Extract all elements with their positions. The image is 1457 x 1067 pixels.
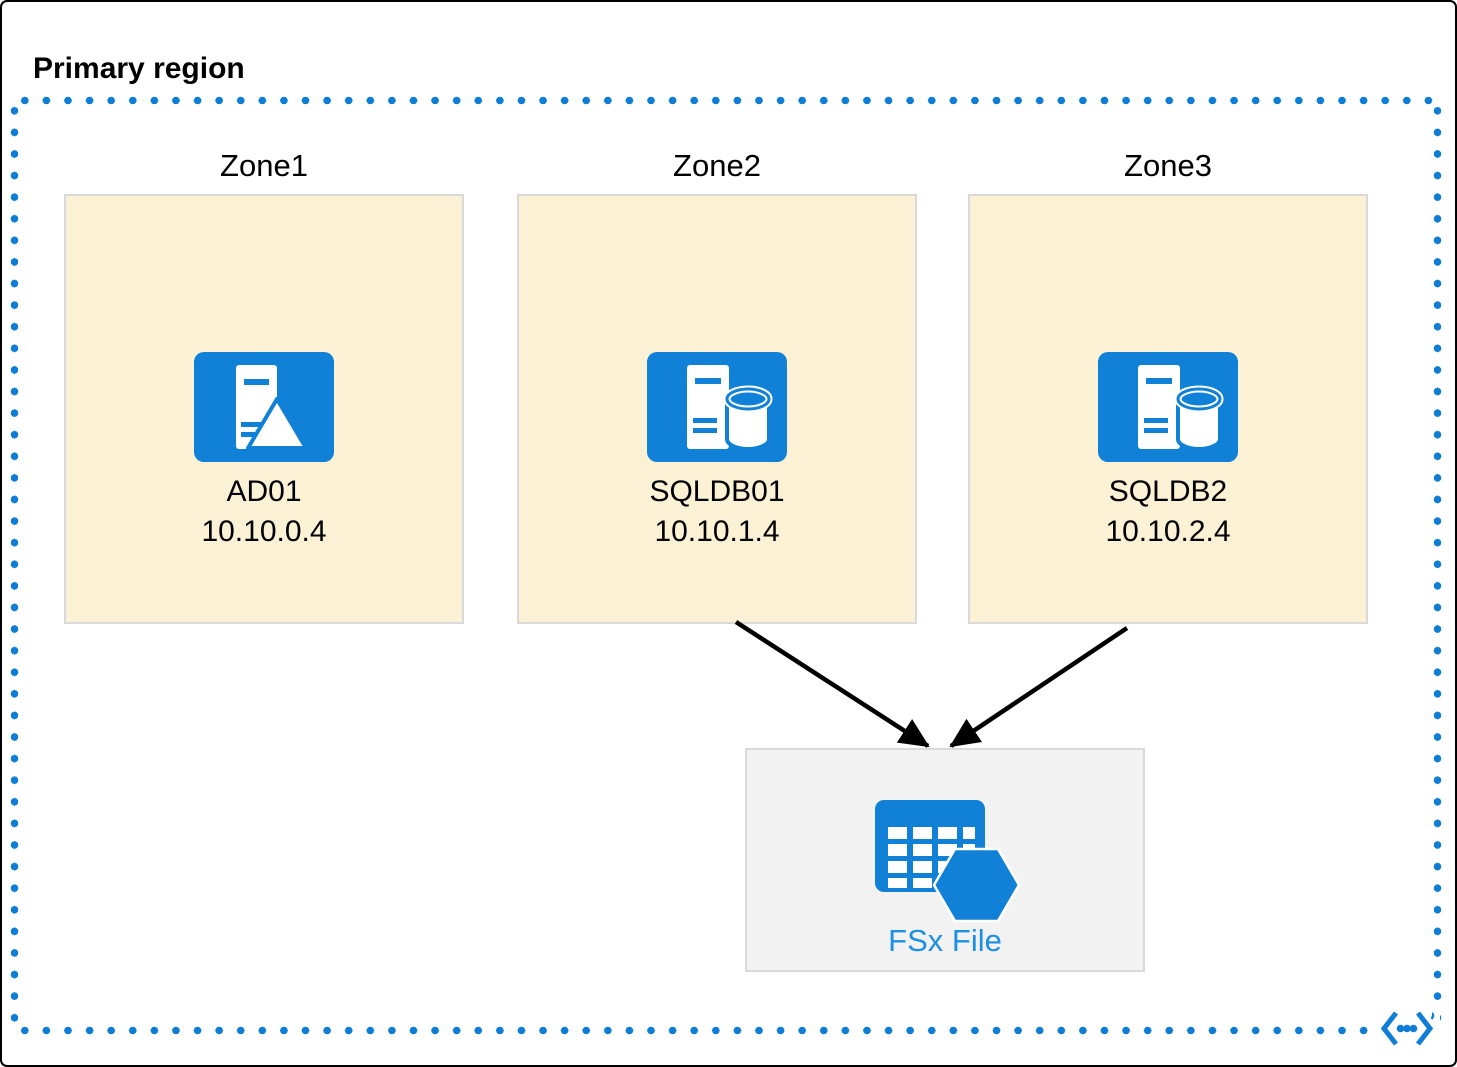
sql-server-icon [1098,352,1238,462]
node-name: AD01 [226,475,302,508]
node-name: SQLDB2 [1108,475,1228,508]
primary-region-title: Primary region [33,52,245,85]
region-border-bottom [14,1025,1437,1035]
zone3-label: Zone3 [1124,148,1212,183]
zone1-box: AD01 10.10.0.4 [64,194,464,624]
node-ip: 10.10.2.4 [1105,515,1231,548]
fsx-file-share-icon [875,800,1020,923]
fsx-file-share-box: FSx File [745,748,1145,972]
node-ip: 10.10.1.4 [654,515,780,548]
node-ip: 10.10.0.4 [201,515,327,548]
region-border-right [1432,100,1442,1030]
region-border-top [14,95,1437,105]
sqldb01-node: SQLDB01 10.10.1.4 [519,352,915,547]
node-name: SQLDB01 [649,475,785,508]
zone2-label: Zone2 [673,148,761,183]
sql-server-icon [647,352,787,462]
zone3-box: SQLDB2 10.10.2.4 [968,194,1368,624]
zone2-box: SQLDB01 10.10.1.4 [517,194,917,624]
ad-server-icon [194,352,334,462]
fsx-file-label: FSx File [888,923,1002,958]
primary-region-boundary [9,95,1442,1035]
virtual-network-icon [1376,1004,1440,1054]
region-border-left [9,100,19,1030]
zone1-label: Zone1 [220,148,308,183]
ad01-node: AD01 10.10.0.4 [66,352,462,547]
sqldb2-node: SQLDB2 10.10.2.4 [970,352,1366,547]
